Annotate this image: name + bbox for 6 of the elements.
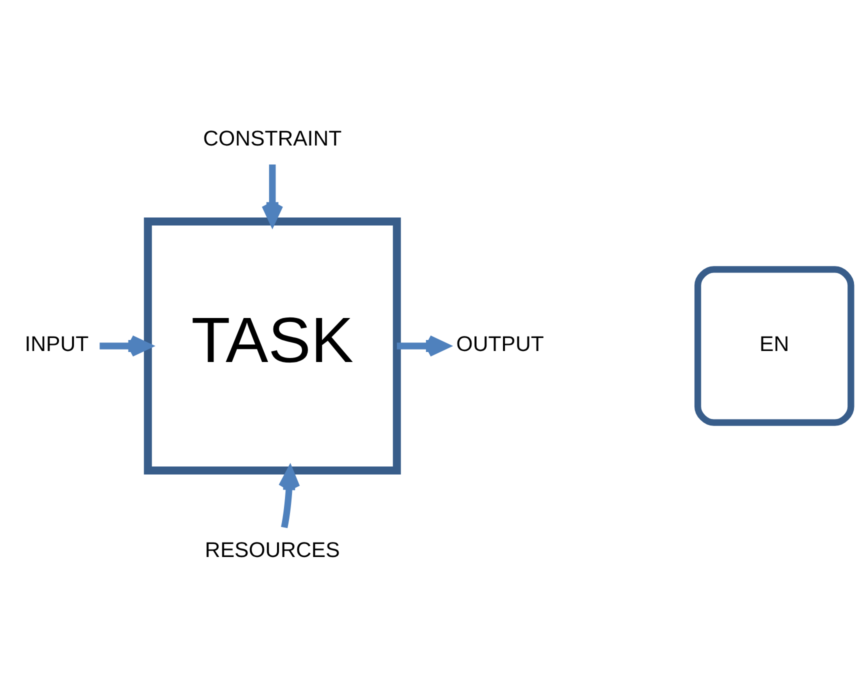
node-text: INPUT bbox=[24, 332, 89, 356]
node-box: TASK bbox=[144, 218, 401, 474]
node-text: RESOURCES bbox=[204, 538, 340, 562]
node-text: CONSTRAINT bbox=[203, 126, 342, 150]
node-box: EN bbox=[694, 266, 854, 426]
node-text: OUTPUT bbox=[456, 332, 544, 356]
